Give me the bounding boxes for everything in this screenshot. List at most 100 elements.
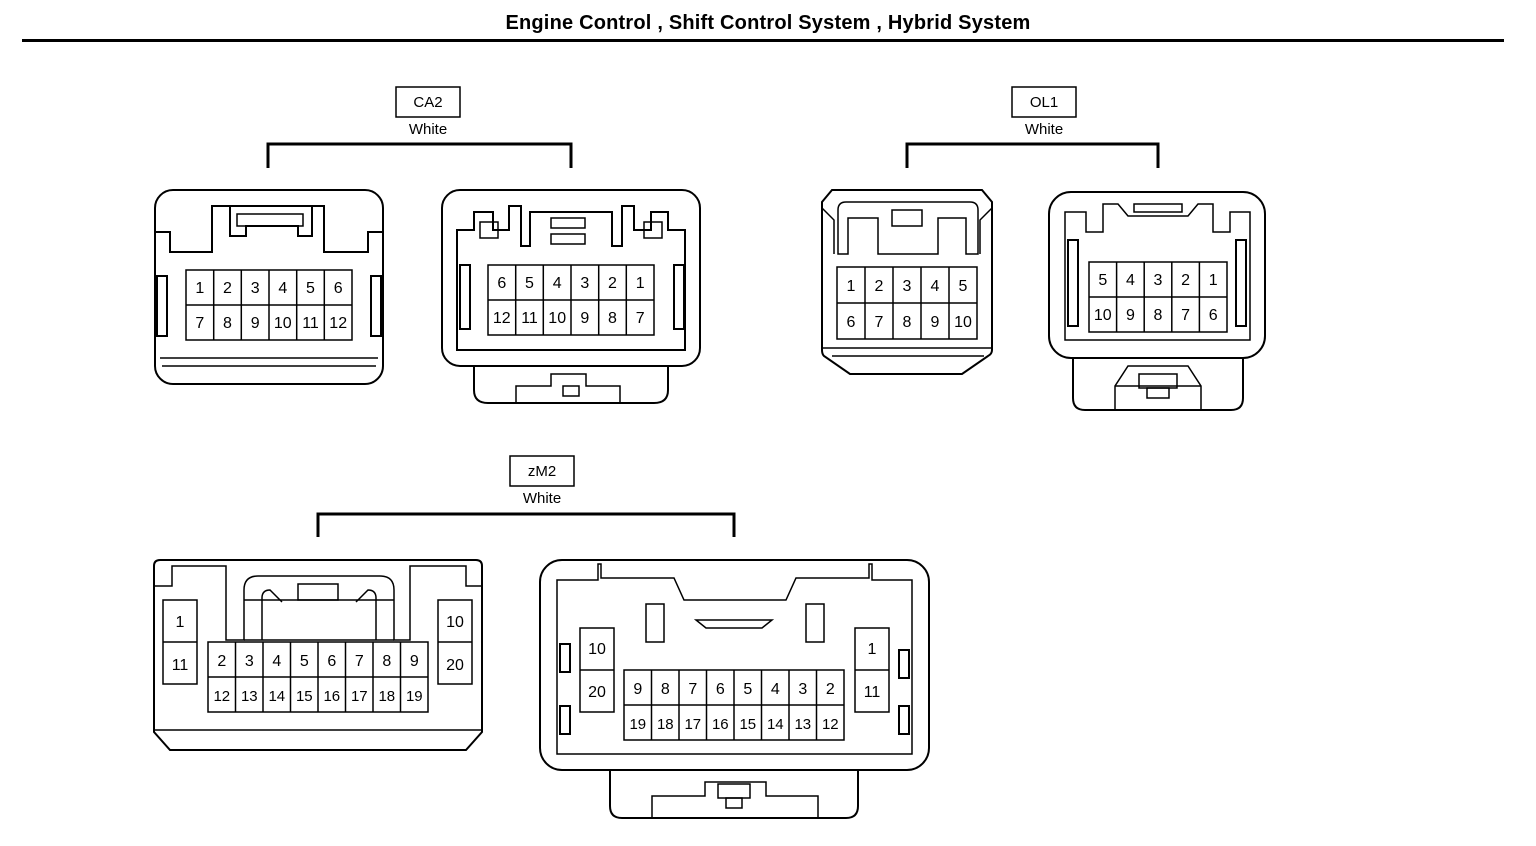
connector-zm2-female-pin: 2 [826, 681, 835, 698]
connector-ca2-female-pin: 7 [636, 310, 645, 327]
connector-zm2-female-pin: 7 [688, 681, 697, 698]
connector-zm2-male-pin: 4 [272, 653, 281, 670]
connector-ca2-bracket [266, 142, 573, 168]
connector-zm2-female-pin: 16 [712, 716, 729, 733]
connector-zm2-color: White [523, 490, 561, 507]
connector-zm2-male-pin: 18 [378, 688, 395, 705]
connector-zm2-female-pin: 9 [633, 681, 642, 698]
connector-ol1: OL1 White 1 2 3 4 5 6 7 8 9 10 [821, 86, 1266, 411]
connector-zm2-bracket [316, 512, 736, 537]
connector-ol1-male-pin: 10 [954, 314, 972, 331]
connector-ol1-female-pin: 10 [1094, 307, 1112, 324]
connector-ol1-female-pin: 3 [1154, 272, 1163, 289]
connector-zm2-male-pin: 5 [300, 653, 309, 670]
connector-zm2-female-pin: 20 [588, 684, 606, 701]
connector-zm2-male-pin: 12 [213, 688, 230, 705]
connector-ol1-code: OL1 [1030, 94, 1058, 111]
connector-ol1-female-housing: 5 4 3 2 1 10 9 8 7 6 [1048, 191, 1266, 411]
connector-zm2-male-pin: 14 [268, 688, 285, 705]
connector-ca2-female-pin: 9 [580, 310, 589, 327]
connector-zm2-label-box [509, 455, 575, 487]
connector-ca2-male-pin: 1 [195, 280, 204, 297]
connector-zm2-female-pin: 1 [868, 641, 877, 658]
connector-ca2-male-pin: 3 [251, 280, 260, 297]
connector-zm2-male-pin: 2 [217, 653, 226, 670]
connector-ca2-male-pin: 10 [274, 315, 292, 332]
connector-ol1-female-pin: 8 [1154, 307, 1163, 324]
connector-zm2-male-pin: 17 [351, 688, 368, 705]
connector-zm2-male-pin: 3 [245, 653, 254, 670]
connector-ol1-male-housing: 1 2 3 4 5 6 7 8 9 10 [821, 189, 993, 375]
connector-ol1-female-pin: 1 [1209, 272, 1218, 289]
connector-zm2-female-pin: 5 [743, 681, 752, 698]
connector-ol1-female-pin: 9 [1126, 307, 1135, 324]
connector-ol1-male-pin: 4 [931, 278, 940, 295]
connector-ol1-female-pin: 5 [1098, 272, 1107, 289]
title-rule [22, 39, 1504, 42]
connector-zm2-female-pin: 14 [767, 716, 784, 733]
connector-ca2-male-pin: 7 [195, 315, 204, 332]
connector-ca2-female-pin: 10 [548, 310, 566, 327]
connector-ca2-female-pin: 4 [553, 275, 562, 292]
connector-zm2-female-pin: 18 [657, 716, 674, 733]
connector-ca2: CA2 White 1 2 3 4 5 6 7 8 9 10 [154, 86, 701, 404]
connector-ca2-female-pin: 3 [580, 275, 589, 292]
connector-ol1-male-pin: 1 [847, 278, 856, 295]
connector-zm2-female-pin: 19 [629, 716, 646, 733]
connector-ca2-female-pin: 6 [497, 275, 506, 292]
connector-ca2-male-pin: 2 [223, 280, 232, 297]
connector-ca2-male-pin: 8 [223, 315, 232, 332]
connector-zm2-female-pin: 6 [716, 681, 725, 698]
connector-ca2-code: CA2 [413, 94, 442, 111]
connector-ol1-male-pin: 8 [903, 314, 912, 331]
connector-zm2-male-pin: 11 [172, 657, 189, 674]
connector-ol1-female-pin: 7 [1181, 307, 1190, 324]
connector-ol1-female-pin: 2 [1181, 272, 1190, 289]
connector-zm2-female-housing: 10 20 1 11 9 8 7 6 5 4 3 2 19 18 17 16 1… [539, 559, 930, 819]
connector-ol1-label-box [1011, 86, 1077, 118]
connector-ca2-female-pin: 5 [525, 275, 534, 292]
connector-zm2-male-pin: 15 [296, 688, 313, 705]
connector-ca2-color: White [409, 121, 447, 138]
connector-zm2-female-pin: 3 [798, 681, 807, 698]
connector-ca2-male-pin: 5 [306, 280, 315, 297]
connector-ca2-female-pin: 1 [636, 275, 645, 292]
connector-zm2-female-pin: 12 [822, 716, 839, 733]
connector-ca2-male-housing: 1 2 3 4 5 6 7 8 9 10 11 12 [154, 189, 384, 385]
connector-zm2: zM2 White 1 11 10 20 2 3 4 [153, 455, 930, 819]
connector-zm2-male-pin: 16 [323, 688, 340, 705]
connector-zm2-male-pin: 6 [327, 653, 336, 670]
connector-zm2-male-pin: 7 [355, 653, 364, 670]
connector-ca2-female-housing: 6 5 4 3 2 1 12 11 10 9 8 7 [441, 189, 701, 404]
connector-zm2-female-pin: 8 [661, 681, 670, 698]
connector-zm2-male-pin: 13 [241, 688, 258, 705]
connector-ca2-male-pin: 4 [278, 280, 287, 297]
connector-zm2-male-pin: 19 [406, 688, 423, 705]
connector-ol1-male-pin: 2 [875, 278, 884, 295]
connector-zm2-female-pin: 15 [739, 716, 756, 733]
connector-ol1-male-pin: 7 [875, 314, 884, 331]
connector-ol1-color: White [1025, 121, 1063, 138]
connector-ol1-female-pin: 6 [1209, 307, 1218, 324]
connector-ol1-bracket [905, 142, 1160, 168]
connector-ca2-female-pin: 8 [608, 310, 617, 327]
connector-zm2-male-pin: 8 [382, 653, 391, 670]
page-title: Engine Control , Shift Control System , … [505, 12, 1031, 34]
connector-zm2-female-pin: 11 [864, 684, 881, 701]
connector-zm2-male-housing: 1 11 10 20 2 3 4 5 6 7 8 9 12 13 14 15 1… [153, 559, 483, 751]
connector-zm2-male-pin: 20 [446, 657, 464, 674]
connector-zm2-male-pin: 9 [410, 653, 419, 670]
connector-zm2-male-pin: 1 [176, 614, 185, 631]
connector-ca2-female-pin: 11 [521, 310, 538, 327]
connector-ca2-female-pin: 2 [608, 275, 617, 292]
connector-zm2-female-pin: 10 [588, 641, 606, 658]
connector-ca2-male-pin: 9 [251, 315, 260, 332]
connector-ca2-female-pin: 12 [493, 310, 511, 327]
connector-zm2-female-pin: 13 [794, 716, 811, 733]
connector-ol1-female-pin: 4 [1126, 272, 1135, 289]
connector-ol1-male-pin: 5 [959, 278, 968, 295]
connector-ol1-male-pin: 3 [903, 278, 912, 295]
connector-ca2-male-pin: 12 [329, 315, 347, 332]
connector-zm2-female-pin: 17 [684, 716, 701, 733]
